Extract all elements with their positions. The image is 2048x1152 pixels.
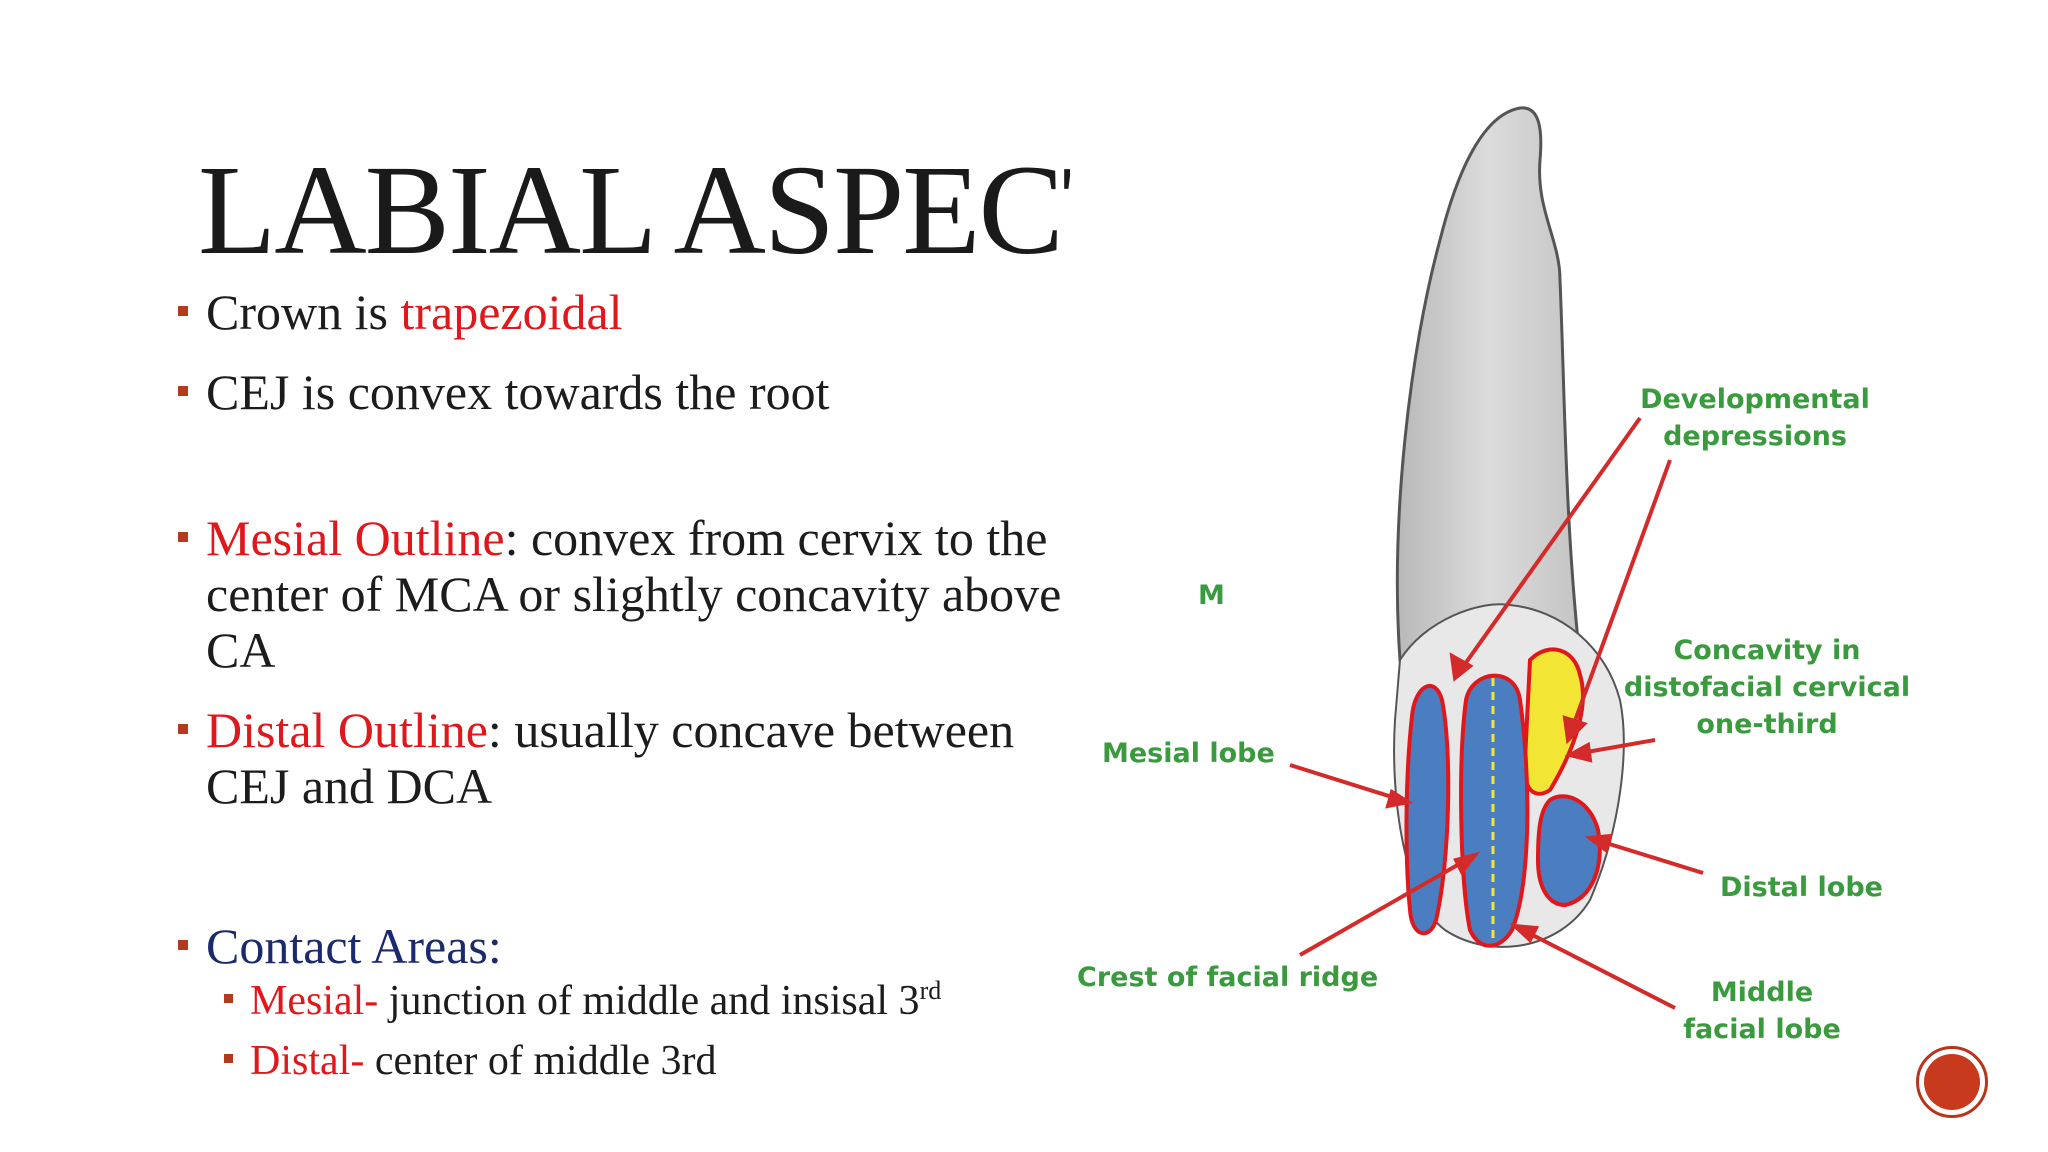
bullet-distal-outline: Distal Outline: usually concave between … bbox=[176, 702, 1026, 814]
bullet-square-icon bbox=[178, 532, 188, 542]
label-mesial-side: M bbox=[1198, 580, 1225, 611]
slide-title: LABIAL ASPECT bbox=[198, 140, 1070, 280]
bullet-square-icon bbox=[178, 940, 188, 950]
label-distal-lobe: Distal lobe bbox=[1720, 872, 1883, 903]
label-mesial-lobe: Mesial lobe bbox=[1102, 738, 1275, 769]
ordinal-suffix: rd bbox=[919, 976, 942, 1005]
next-slide-circle-icon bbox=[1924, 1054, 1980, 1110]
bullet-cej: CEJ is convex towards the root bbox=[176, 364, 1076, 420]
distal-lobe bbox=[1535, 794, 1602, 908]
bullet-crown-shape: Crown is trapezoidal bbox=[176, 284, 1076, 340]
bullet-heading: Contact Areas: bbox=[206, 918, 502, 974]
tooth-diagram: M Developmental depressions Concavity in… bbox=[1060, 100, 1980, 1060]
bullet-square-icon bbox=[178, 306, 188, 316]
sub-bullet-label: Distal- bbox=[250, 1038, 365, 1084]
label-concavity-1: Concavity in bbox=[1673, 635, 1860, 666]
bullet-text: Crown is bbox=[206, 284, 401, 340]
bullet-square-icon bbox=[178, 724, 188, 734]
sub-bullet-label: Mesial- bbox=[250, 978, 379, 1024]
bullet-mesial-outline: Mesial Outline: convex from cervix to th… bbox=[176, 510, 1086, 678]
label-developmental: Developmental bbox=[1640, 384, 1870, 415]
label-concavity-3: one-third bbox=[1696, 709, 1837, 740]
sub-bullet-text: center of middle 3rd bbox=[364, 1038, 717, 1084]
sub-bullet-square-icon bbox=[224, 1054, 233, 1063]
bullet-contact-areas: Contact Areas: bbox=[176, 918, 1076, 974]
bullet-highlight: Mesial Outline bbox=[206, 510, 505, 566]
next-slide-button[interactable] bbox=[1916, 1046, 1988, 1118]
bullet-square-icon bbox=[178, 386, 188, 396]
title-area: LABIAL ASPECT bbox=[198, 140, 1070, 280]
bullet-text: : usually concave between CEJ and DCA bbox=[206, 702, 1015, 814]
label-concavity-2: distofacial cervical bbox=[1624, 672, 1910, 703]
label-facial-lobe: facial lobe bbox=[1683, 1014, 1841, 1045]
bullet-list: Crown is trapezoidal CEJ is convex towar… bbox=[176, 284, 1076, 1088]
label-middle: Middle bbox=[1711, 977, 1813, 1008]
bullet-highlight: trapezoidal bbox=[400, 284, 623, 340]
sub-bullet-text: junction of middle and insisal 3 bbox=[378, 978, 920, 1024]
mesial-lobe bbox=[1404, 684, 1451, 936]
sub-bullet-mesial: Mesial- junction of middle and insisal 3… bbox=[176, 974, 1076, 1028]
bullet-highlight: Distal Outline bbox=[206, 702, 488, 758]
annotation-arrows bbox=[1289, 416, 1704, 1010]
tooth-root bbox=[1395, 106, 1582, 662]
tooth-illustration: M Developmental depressions Concavity in… bbox=[1077, 106, 1910, 1045]
bullet-text: CEJ is convex towards the root bbox=[206, 364, 830, 420]
sub-bullet-distal: Distal- center of middle 3rd bbox=[176, 1034, 1076, 1088]
label-depressions: depressions bbox=[1663, 421, 1847, 452]
label-crest-facial-ridge: Crest of facial ridge bbox=[1077, 962, 1378, 993]
sub-bullet-square-icon bbox=[224, 994, 233, 1003]
bullet-text: : convex from cervix to the center of MC… bbox=[206, 510, 1062, 678]
